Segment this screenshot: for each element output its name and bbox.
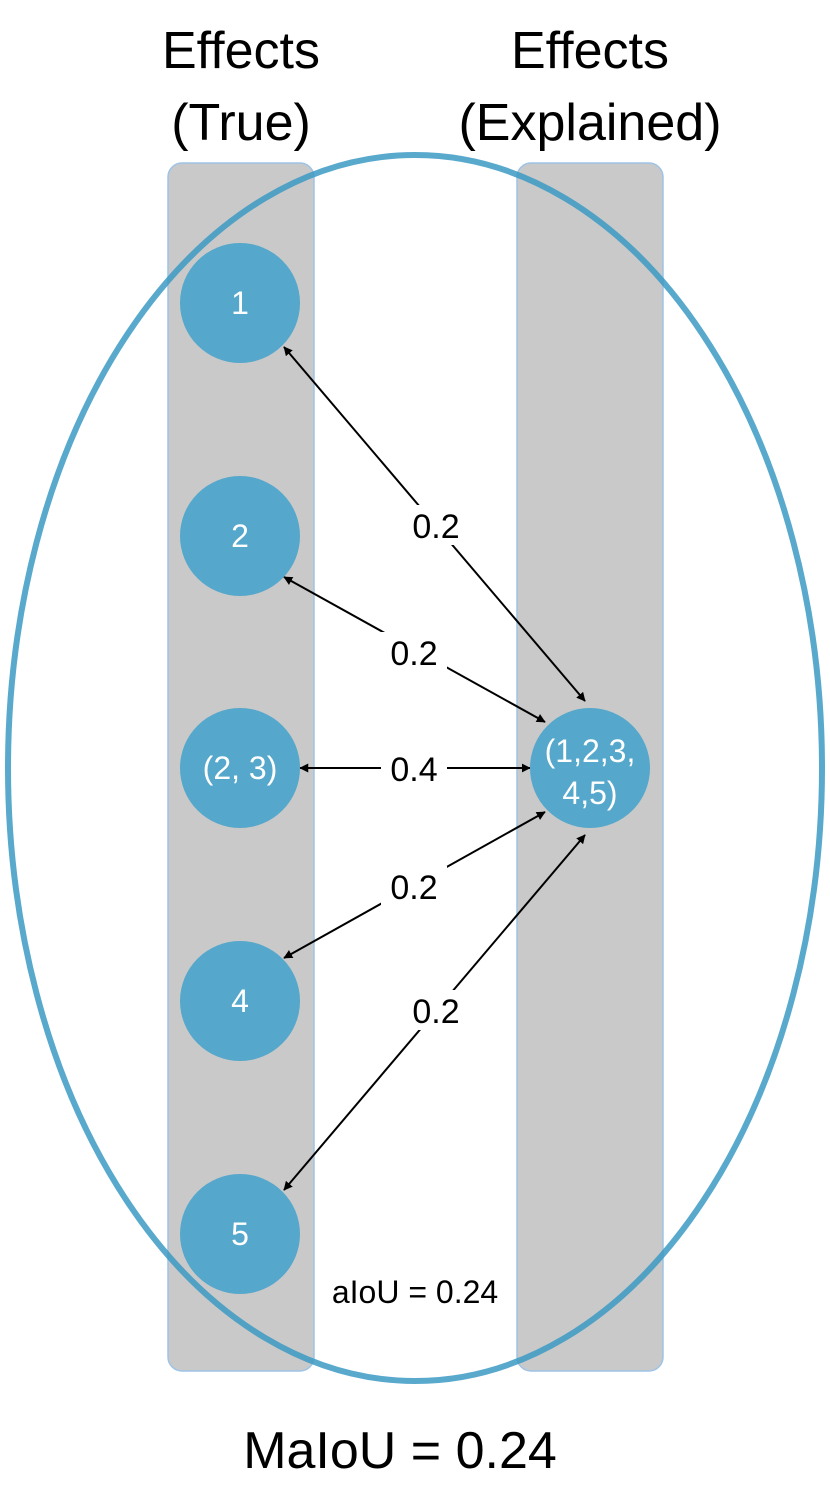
node-true-4	[180, 941, 300, 1061]
node-explained-label-line1: (1,2,3,	[545, 733, 636, 769]
edge-label-2: 0.2	[390, 635, 437, 673]
explained-column-title-line2: (Explained)	[458, 94, 721, 152]
true-column-title-line2: (True)	[171, 94, 311, 152]
node-true-2-3	[180, 708, 300, 828]
edge-label-1: 0.2	[412, 508, 459, 546]
node-true-1	[180, 243, 300, 363]
true-column-title-line1: Effects	[162, 22, 320, 80]
node-explained-label-line2: 4,5)	[562, 775, 617, 811]
node-true-1-label: 1	[231, 285, 249, 321]
node-true-2	[180, 476, 300, 596]
node-explained	[530, 708, 650, 828]
node-true-4-label: 4	[231, 983, 249, 1019]
maiou-label: MaIoU = 0.24	[243, 1422, 557, 1480]
group-ellipse	[5, 152, 825, 1384]
node-true-5	[180, 1174, 300, 1294]
node-true-2-3-label: (2, 3)	[203, 750, 278, 786]
edge-label-2-3: 0.4	[390, 751, 437, 789]
node-true-5-label: 5	[231, 1216, 249, 1252]
edge-label-5: 0.2	[412, 993, 459, 1031]
edge-label-4: 0.2	[390, 869, 437, 907]
aiou-label: aIoU = 0.24	[332, 1274, 498, 1310]
explained-column-title-line1: Effects	[511, 22, 669, 80]
node-true-2-label: 2	[231, 518, 249, 554]
